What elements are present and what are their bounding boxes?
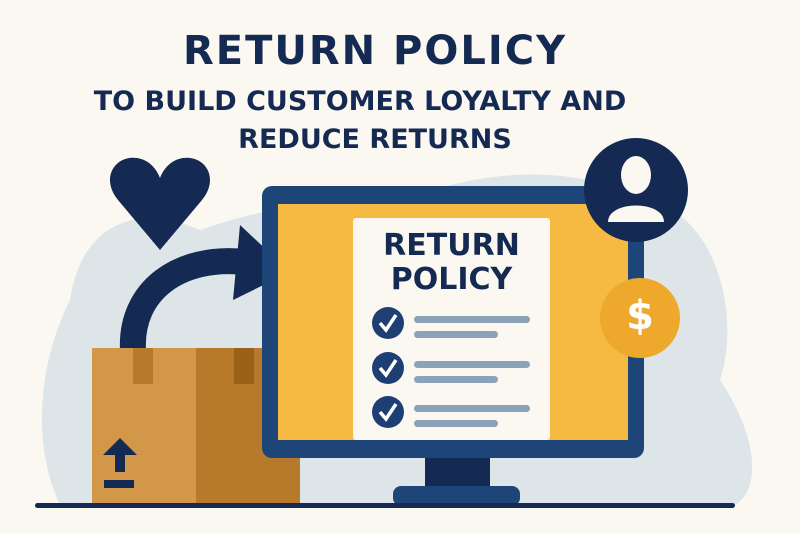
heart-icon — [109, 157, 211, 250]
checklist — [372, 307, 530, 428]
user-icon — [584, 138, 688, 242]
dollar-coin-icon — [600, 278, 680, 358]
document-title-line-1: RETURN — [383, 228, 520, 263]
subtitle-line-2: REDUCE RETURNS — [238, 124, 512, 155]
check-icon — [372, 307, 404, 339]
ground-line — [35, 503, 735, 508]
dollar-sign: $ — [626, 293, 654, 339]
subtitle-line-1: TO BUILD CUSTOMER LOYALTY AND — [93, 86, 627, 117]
page-title: RETURN POLICY — [182, 28, 568, 74]
document-title-line-2: POLICY — [390, 262, 513, 297]
check-icon — [372, 396, 404, 428]
check-icon — [372, 352, 404, 384]
arrow-head — [233, 225, 290, 300]
return-arrow-icon — [119, 248, 247, 351]
